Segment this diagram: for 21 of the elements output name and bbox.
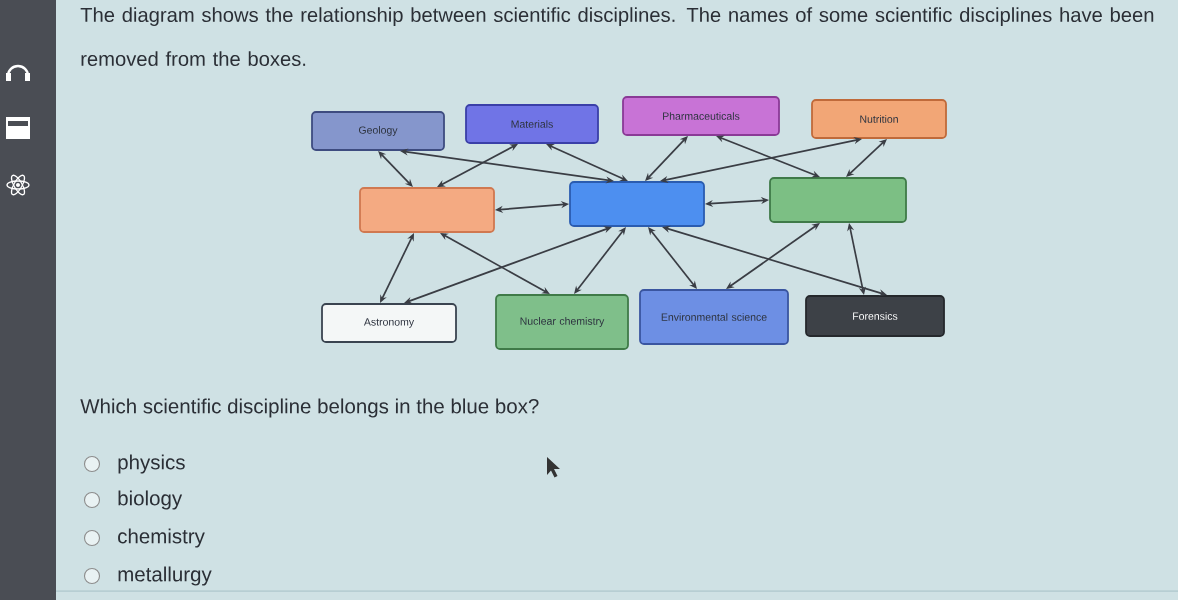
discipline-box: Pharmaceuticals: [622, 96, 780, 136]
discipline-box: Nutrition: [811, 99, 947, 139]
blank-box: [359, 187, 495, 233]
arrow: [660, 137, 862, 183]
discipline-box: Environmental science: [639, 289, 789, 345]
discipline-box: Nuclear chemistry: [495, 294, 629, 350]
arrow: [546, 143, 628, 182]
option-text: metallurgy: [118, 566, 212, 586]
option-text: biology: [118, 490, 183, 510]
blank-box: [569, 181, 705, 227]
discipline-box: Astronomy: [321, 303, 457, 343]
question-text: Which scientific discipline belongs in the blue box?: [80, 398, 539, 418]
discipline-box: Geology: [311, 111, 445, 151]
discipline-box: Materials: [465, 104, 599, 144]
option-text: chemistry: [118, 528, 205, 548]
arrow: [404, 226, 612, 304]
blank-box: [769, 177, 907, 223]
discipline-box: Forensics: [805, 295, 945, 337]
arrow: [716, 135, 820, 178]
intro-text: The diagram shows the relationship between scientific disciplines. The names of some scientific disciplines have been removed from the boxes.: [80, 7, 1154, 67]
option-text: physics: [118, 454, 185, 474]
